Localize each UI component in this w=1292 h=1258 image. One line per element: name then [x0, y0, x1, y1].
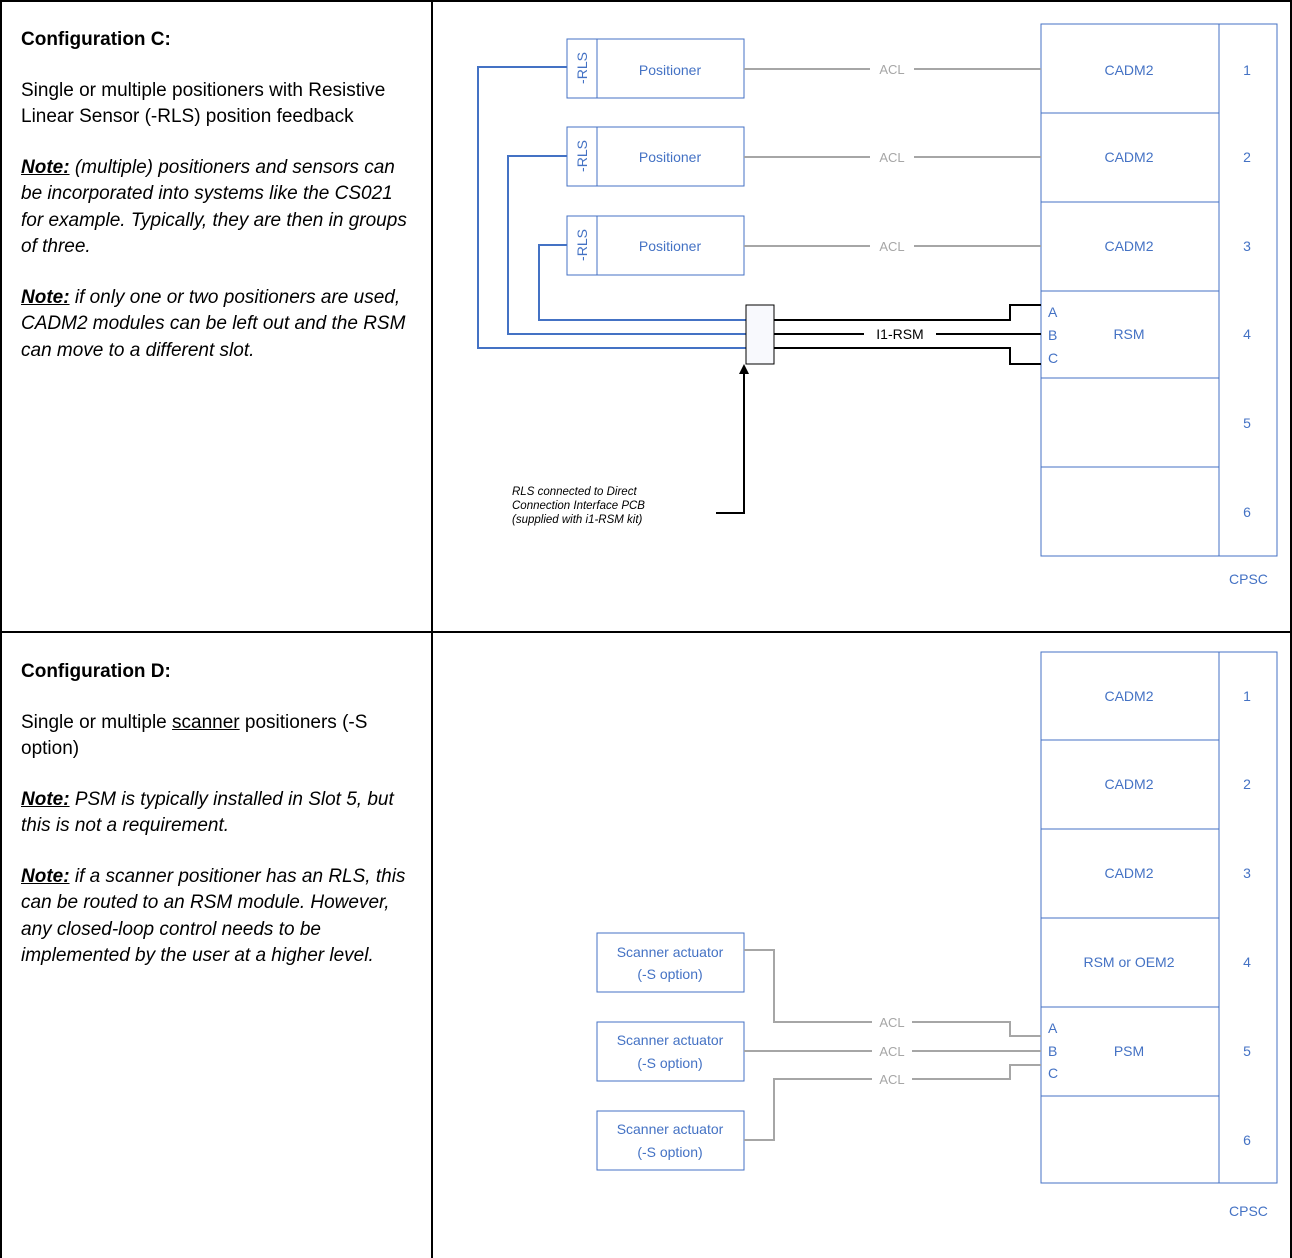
channel-label: A — [1048, 1020, 1058, 1036]
config-c-text: Configuration C: Single or multiple posi… — [21, 27, 413, 388]
rls-tag: -RLS — [574, 52, 590, 84]
module-label: RSM — [1113, 326, 1144, 342]
module-label: CADM2 — [1104, 238, 1153, 254]
rack-module — [1040, 466, 1220, 557]
cable-label: I1-RSM — [876, 326, 923, 342]
note-text: PSM is typically installed in Slot 5, bu… — [21, 788, 394, 837]
rack-module — [1040, 917, 1220, 1008]
channel-label: B — [1048, 327, 1057, 343]
actuator-label: Scanner actuator — [617, 1032, 724, 1048]
acl-label: ACL — [879, 150, 904, 165]
slot-number: 6 — [1243, 1132, 1251, 1148]
note-text: (multiple) positioners and sensors can b… — [21, 156, 407, 258]
slot-number: 1 — [1243, 62, 1251, 78]
module-label: CADM2 — [1104, 865, 1153, 881]
slot-number: 6 — [1243, 504, 1251, 520]
description-text: Single or multiple — [21, 711, 173, 733]
acl-label: ACL — [879, 1044, 904, 1059]
module-label: CADM2 — [1104, 149, 1153, 165]
interface-pcb — [745, 304, 775, 365]
rack-module — [1040, 290, 1220, 379]
rls-tag: -RLS — [574, 229, 590, 261]
slot-number: 1 — [1243, 688, 1251, 704]
slot-number: 2 — [1243, 149, 1251, 165]
config-d-text: Configuration D: Single or multiple scan… — [21, 659, 413, 994]
module-label: RSM or OEM2 — [1083, 954, 1174, 970]
config-d-heading: Configuration D: — [21, 661, 171, 682]
actuator-option: (-S option) — [637, 1144, 702, 1160]
config-d-diagram: CADM2 CADM2 CADM2 RSM or OEM2 PSM 1 2 3 … — [596, 651, 1278, 1219]
slot-number: 3 — [1243, 865, 1251, 881]
config-c-note-2: Note: if only one or two positioners are… — [21, 285, 413, 365]
module-label: CADM2 — [1104, 776, 1153, 792]
module-label: CADM2 — [1104, 688, 1153, 704]
actuator-option: (-S option) — [637, 1055, 702, 1071]
rack-label: CPSC — [1229, 1203, 1268, 1219]
scanner-actuator-block — [596, 1110, 745, 1171]
config-d-note-1: Note: PSM is typically installed in Slot… — [21, 787, 413, 840]
note-label: Note: — [21, 788, 70, 810]
rack-module — [1040, 828, 1220, 919]
channel-label: C — [1048, 350, 1058, 366]
description-underlined: scanner — [172, 711, 240, 733]
slot-number: 2 — [1243, 776, 1251, 792]
acl-label: ACL — [879, 1072, 904, 1087]
config-c-heading: Configuration C: — [21, 29, 171, 50]
positioner-label: Positioner — [639, 149, 702, 165]
note-text: if only one or two positioners are used,… — [21, 286, 406, 361]
scanner-actuator-block — [596, 1021, 745, 1082]
config-c-note-1: Note: (multiple) positioners and sensors… — [21, 155, 413, 261]
channel-label: C — [1048, 1065, 1058, 1081]
rack-module — [1040, 377, 1220, 468]
config-d-note-2: Note: if a scanner positioner has an RLS… — [21, 864, 413, 970]
config-d-description: Single or multiple scanner positioners (… — [21, 710, 413, 763]
actuator-label: Scanner actuator — [617, 944, 724, 960]
acl-label: ACL — [879, 1015, 904, 1030]
acl-label: ACL — [879, 239, 904, 254]
rack-module — [1040, 112, 1220, 203]
slot-number: 3 — [1243, 238, 1251, 254]
slot-number: 4 — [1243, 326, 1251, 342]
annotation-line: RLS connected to Direct — [512, 486, 637, 498]
slot-column — [1218, 23, 1278, 557]
annotation-line: (supplied with i1-RSM kit) — [512, 514, 643, 526]
rack-module — [1040, 651, 1220, 741]
slot-column — [1218, 651, 1278, 1184]
slot-number: 5 — [1243, 1043, 1251, 1059]
config-c-diagram: CADM2 CADM2 CADM2 RSM 1 2 3 4 5 6 A B C … — [477, 23, 1278, 587]
config-c-description: Single or multiple positioners with Resi… — [21, 79, 386, 128]
note-label: Note: — [21, 156, 70, 178]
rack-module — [1040, 201, 1220, 292]
channel-label: A — [1048, 304, 1058, 320]
channel-label: B — [1048, 1043, 1057, 1059]
slot-number: 4 — [1243, 954, 1251, 970]
acl-label: ACL — [879, 62, 904, 77]
description-text: positioners (-S option) — [21, 711, 368, 760]
annotation-line: Connection Interface PCB — [512, 500, 645, 512]
actuator-label: Scanner actuator — [617, 1121, 724, 1137]
slot-number: 5 — [1243, 415, 1251, 431]
rls-tag: -RLS — [574, 140, 590, 172]
rack-module — [1040, 1095, 1220, 1184]
rack-label: CPSC — [1229, 571, 1268, 587]
module-label: CADM2 — [1104, 62, 1153, 78]
rack-module — [1040, 23, 1220, 114]
rack-module — [1040, 739, 1220, 830]
note-text: if a scanner positioner has an RLS, this… — [21, 865, 406, 967]
positioner-label: Positioner — [639, 238, 702, 254]
actuator-option: (-S option) — [637, 966, 702, 982]
module-label: PSM — [1114, 1043, 1144, 1059]
note-label: Note: — [21, 865, 70, 887]
note-label: Note: — [21, 286, 70, 308]
scanner-actuator-block — [596, 932, 745, 993]
positioner-label: Positioner — [639, 62, 702, 78]
